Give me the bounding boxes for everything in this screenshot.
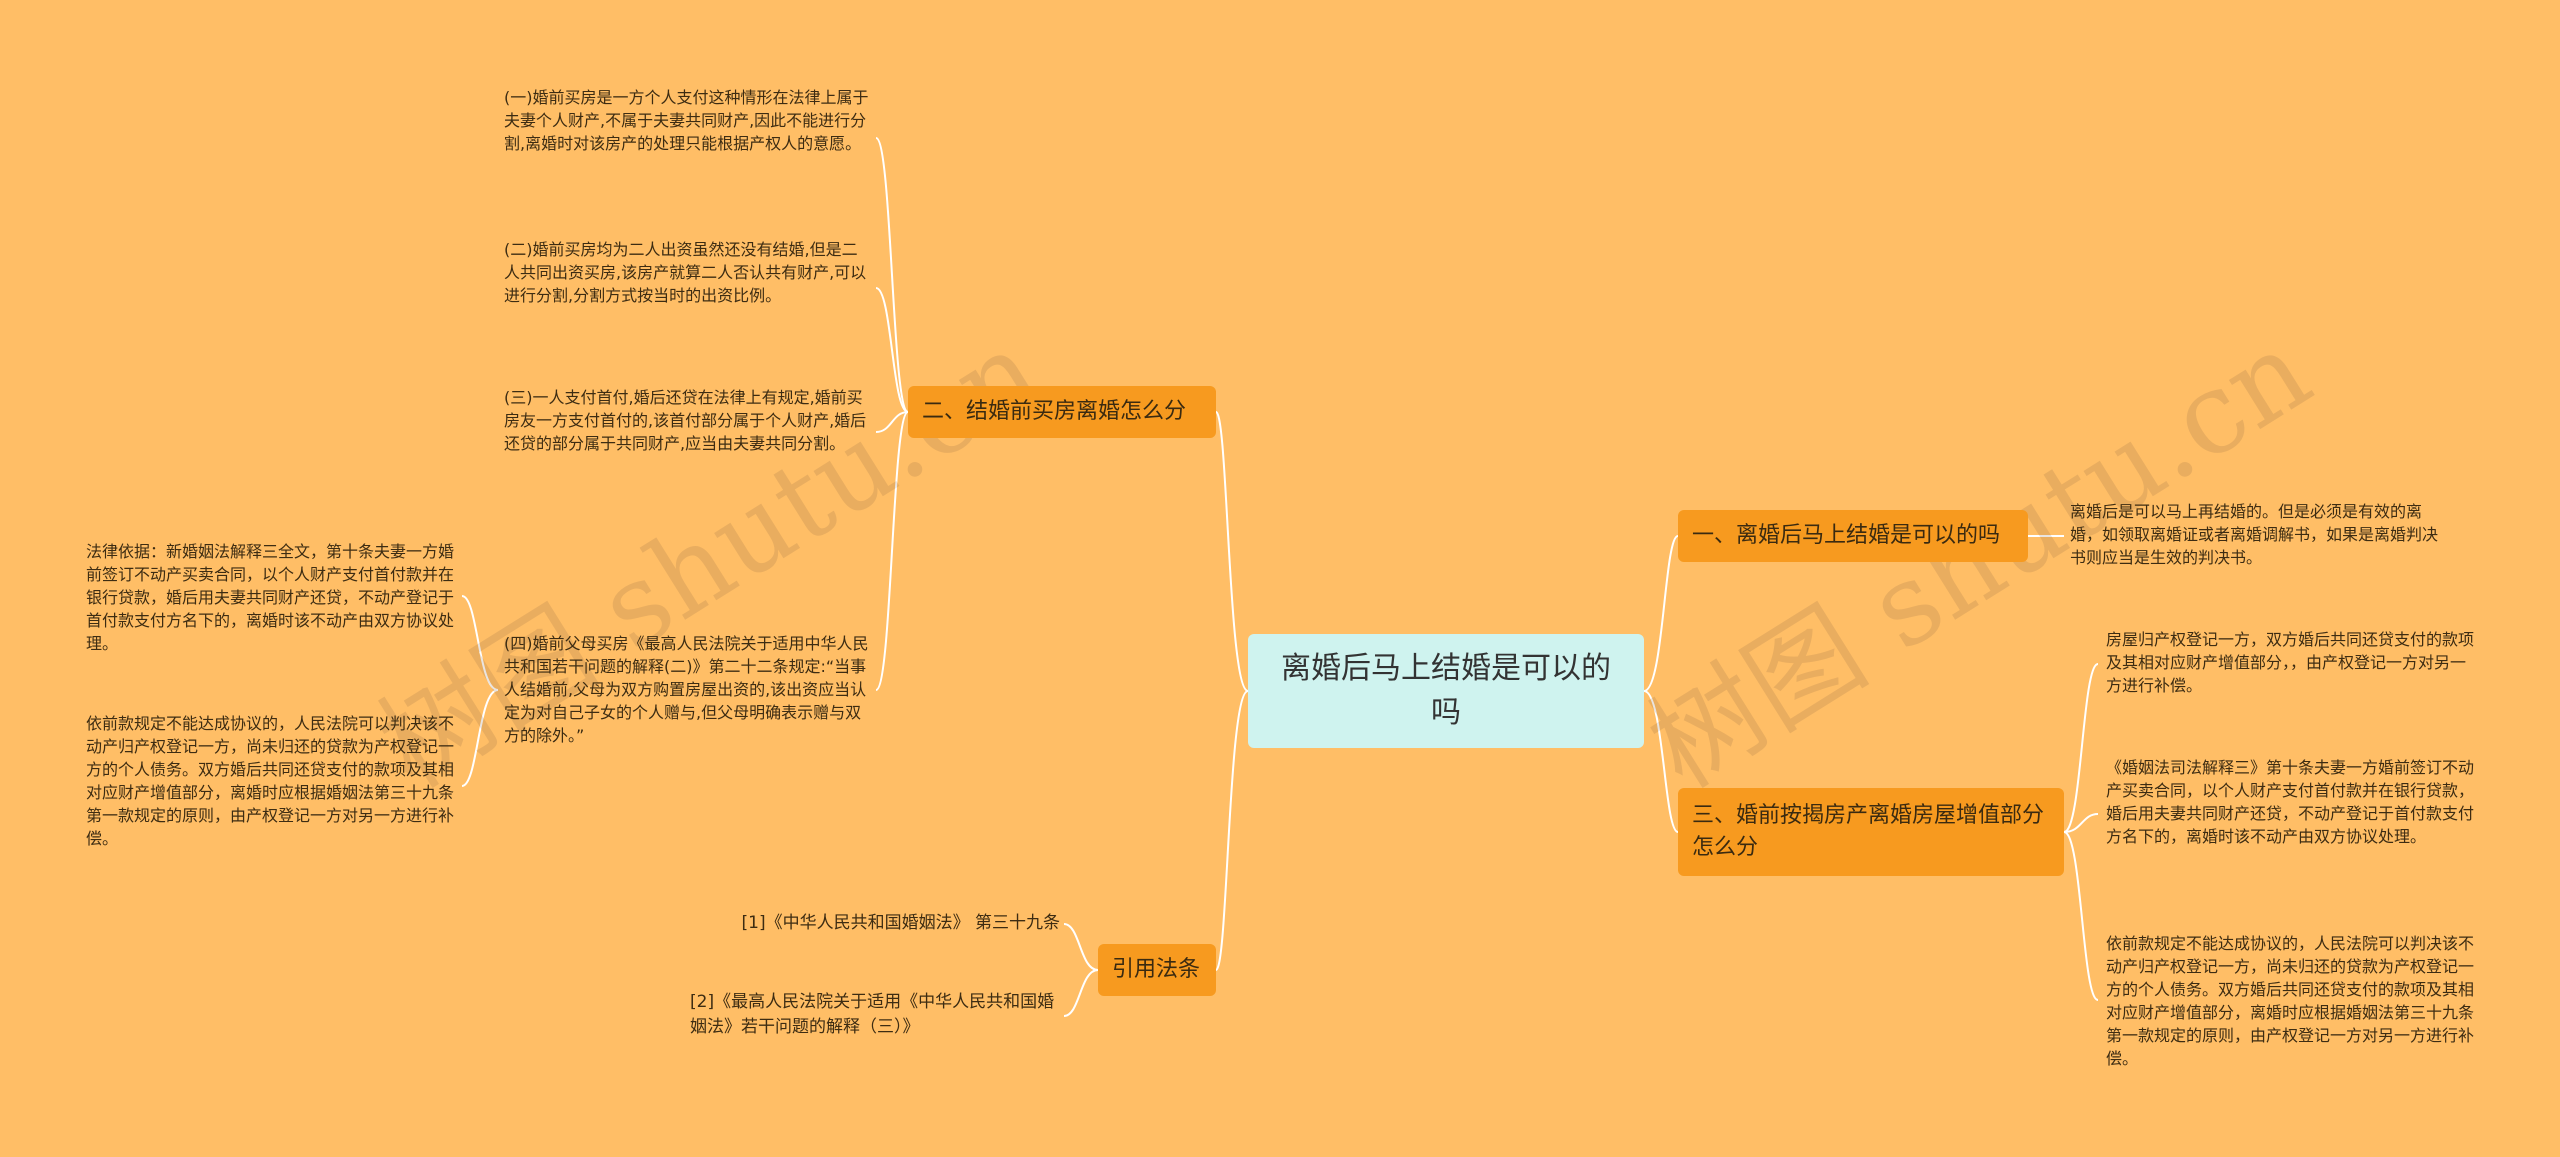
topic-mortgage-appreciation[interactable]: 三、婚前按揭房产离婚房屋增值部分怎么分 <box>1678 788 2064 876</box>
connector-root-t2 <box>1215 411 1249 692</box>
topic-label: 三、婚前按揭房产离婚房屋增值部分怎么分 <box>1692 803 2045 860</box>
connector-t2-leaf2 <box>875 287 909 413</box>
connector-t2-leaf1 <box>875 137 909 413</box>
connector-leaf4-sub2 <box>461 689 499 787</box>
topic-premarital-house-division[interactable]: 二、结婚前买房离婚怎么分 <box>908 386 1216 438</box>
subleaf-no-agreement: 依前款规定不能达成协议的，人民法院可以判决该不动产归产权登记一方，尚未归还的贷款… <box>86 714 455 848</box>
root-topic[interactable]: 离婚后马上结婚是可以的吗 <box>1248 634 1644 748</box>
connector-leaf4-sub1 <box>461 595 499 691</box>
connector-t3-leaf1 <box>2063 663 2099 833</box>
leaf-t1-1: 离婚后是可以马上再结婚的。但是必须是有效的离婚，如领取离婚证或者离婚调解书，如果… <box>2070 502 2439 567</box>
leaf-t2-1: (一)婚前买房是一方个人支付这种情形在法律上属于夫妻个人财产,不属于夫妻共同财产… <box>504 88 869 153</box>
connector-t3-leaf3 <box>2063 831 2099 1001</box>
connector-t2-leaf3 <box>875 411 909 433</box>
connector-ref-leaf1 <box>1063 923 1099 971</box>
root-topic-label: 离婚后马上结婚是可以的吗 <box>1281 651 1611 730</box>
leaf-t2-4: (四)婚前父母买房《最高人民法院关于适用中华人民共和国若干问题的解释(二)》第二… <box>504 634 869 745</box>
ref-leaf-1: [1]《中华人民共和国婚姻法》 第三十九条 <box>741 913 1060 933</box>
connector-t2-leaf4 <box>875 411 909 691</box>
leaf-t2-2: (二)婚前买房均为二人出资虽然还没有结婚,但是二人共同出资买房,该房产就算二人否… <box>504 240 867 305</box>
leaf-t3-3: 依前款规定不能达成协议的，人民法院可以判决该不动产归产权登记一方，尚未归还的贷款… <box>2106 934 2475 1068</box>
connector-ref-leaf2 <box>1063 969 1099 1017</box>
connector-root-t3 <box>1643 690 1679 833</box>
connector-root-t1 <box>1643 535 1679 692</box>
ref-leaf-2: [2]《最高人民法院关于适用《中华人民共和国婚姻法》若干问题的解释（三）》 <box>690 992 1055 1037</box>
connector-t3-leaf2 <box>2063 813 2099 833</box>
topic-cited-laws[interactable]: 引用法条 <box>1098 944 1216 996</box>
topic-remarry-immediately[interactable]: 一、离婚后马上结婚是可以的吗 <box>1678 510 2028 562</box>
leaf-t3-2: 《婚姻法司法解释三》第十条夫妻一方婚前签订不动产买卖合同，以个人财产支付首付款并… <box>2106 758 2475 846</box>
leaf-t2-3: (三)一人支付首付,婚后还贷在法律上有规定,婚前买房友一方支付首付的,该首付部分… <box>504 388 867 453</box>
topic-label: 二、结婚前买房离婚怎么分 <box>922 399 1187 424</box>
subleaf-law-basis: 法律依据：新婚姻法解释三全文，第十条夫妻一方婚前签订不动产买卖合同，以个人财产支… <box>86 542 455 653</box>
leaf-t3-1: 房屋归产权登记一方，双方婚后共同还贷支付的款项及其相对应财产增值部分，，由产权登… <box>2106 630 2475 695</box>
topic-label: 引用法条 <box>1112 957 1201 982</box>
connector-root-ref <box>1215 690 1249 971</box>
topic-label: 一、离婚后马上结婚是可以的吗 <box>1692 523 2001 548</box>
